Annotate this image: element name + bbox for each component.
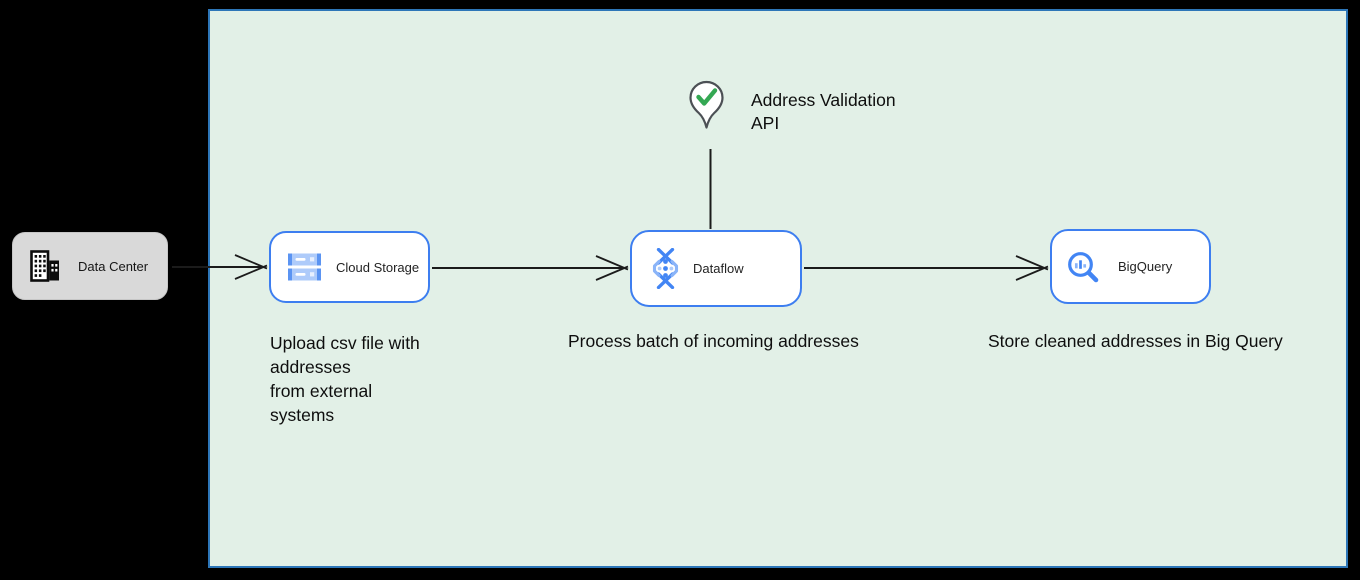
bigquery-caption: Store cleaned addresses in Big Query [988,331,1283,351]
cloud-storage-icon [288,253,321,281]
dataflow-caption: Process batch of incoming addresses [568,331,859,351]
cloud-storage-label: Cloud Storage [336,259,420,275]
address-validation-marker [688,80,725,134]
checkmark-pin-icon [689,80,724,129]
data-center-label: Data Center [78,258,149,274]
address-validation-label: Address Validation API [751,90,896,133]
cloud-storage-node[interactable]: Cloud Storage [269,231,430,303]
cloud-storage-caption: Upload csv file with addresses from exte… [270,333,420,425]
data-center-node[interactable]: Data Center [12,232,168,300]
dataflow-label: Dataflow [693,261,744,276]
building-icon [30,249,59,282]
dataflow-node[interactable]: Dataflow [630,230,802,307]
bigquery-node[interactable]: BigQuery [1050,229,1211,304]
bigquery-label: BigQuery [1118,259,1173,274]
bigquery-icon [1068,251,1099,282]
dataflow-icon [652,248,679,289]
